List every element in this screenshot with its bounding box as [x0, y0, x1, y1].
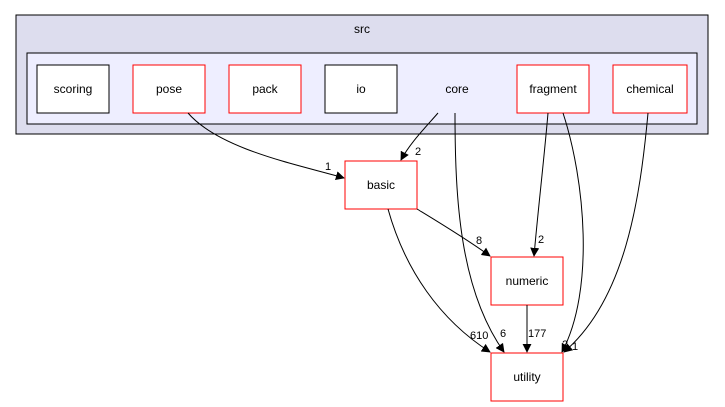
node-basic-label: basic [367, 178, 395, 192]
edge-basic-utility-line [387, 208, 491, 353]
edge-core-basic[interactable]: 2 [400, 112, 439, 161]
node-scoring-box [36, 64, 110, 114]
node-chemical-box [612, 64, 688, 114]
node-pack-box [228, 64, 302, 114]
edge-core-basic-label: 2 [415, 146, 421, 158]
edge-basic-utility-label: 610 [470, 330, 488, 342]
edge-core-utility-label: 6 [500, 328, 506, 340]
edge-fragment-numeric[interactable]: 2 [530, 112, 549, 257]
edge-fragment-utility-line [561, 112, 584, 353]
node-fragment-label: fragment [529, 82, 577, 96]
edge-fragment-utility[interactable]: 2 [561, 112, 584, 353]
edge-numeric-utility[interactable]: 177 [522, 305, 546, 353]
edge-numeric-utility-label: 177 [528, 328, 546, 340]
node-pose-box [132, 64, 206, 114]
edge-basic-numeric-line [416, 208, 491, 257]
edge-core-basic-line [400, 112, 439, 161]
node-scoring[interactable]: scoring [36, 64, 110, 114]
edge-pose-basic-label: 1 [325, 161, 331, 173]
node-pack[interactable]: pack [228, 64, 302, 114]
edge-pose-basic[interactable]: 1 [187, 112, 345, 181]
edge-chemical-utility-label: 1 [572, 341, 578, 353]
node-numeric-box [490, 256, 564, 306]
edge-basic-utility[interactable]: 610 [387, 208, 491, 353]
node-basic[interactable]: basic [344, 160, 418, 210]
node-fragment[interactable]: fragment [516, 64, 590, 114]
node-pose-label: pose [156, 82, 182, 96]
edge-fragment-numeric-line [530, 112, 549, 257]
edge-basic-numeric[interactable]: 8 [416, 208, 491, 257]
cluster-core-label: core [445, 82, 469, 96]
node-numeric[interactable]: numeric [490, 256, 564, 306]
node-chemical-label: chemical [626, 82, 673, 96]
edge-pose-basic-line [187, 112, 345, 181]
node-numeric-label: numeric [506, 274, 549, 288]
edge-chemical-utility-line [563, 112, 649, 353]
cluster-src-label: src [354, 22, 370, 36]
edge-fragment-numeric-label: 2 [538, 234, 544, 246]
edge-basic-numeric-label: 8 [476, 235, 482, 247]
node-pose[interactable]: pose [132, 64, 206, 114]
node-utility-label: utility [513, 370, 540, 384]
node-chemical[interactable]: chemical [612, 64, 688, 114]
node-basic-box [344, 160, 418, 210]
edge-core-utility[interactable]: 6 [454, 112, 506, 353]
edge-chemical-utility[interactable]: 1 [563, 112, 649, 353]
node-io-label: io [356, 82, 366, 96]
node-scoring-label: scoring [54, 82, 93, 96]
node-utility[interactable]: utility [490, 352, 564, 402]
node-utility-box [490, 352, 564, 402]
node-io-box [324, 64, 398, 114]
edge-core-utility-line [454, 112, 505, 353]
node-fragment-box [516, 64, 590, 114]
node-io[interactable]: io [324, 64, 398, 114]
node-pack-label: pack [252, 82, 278, 96]
